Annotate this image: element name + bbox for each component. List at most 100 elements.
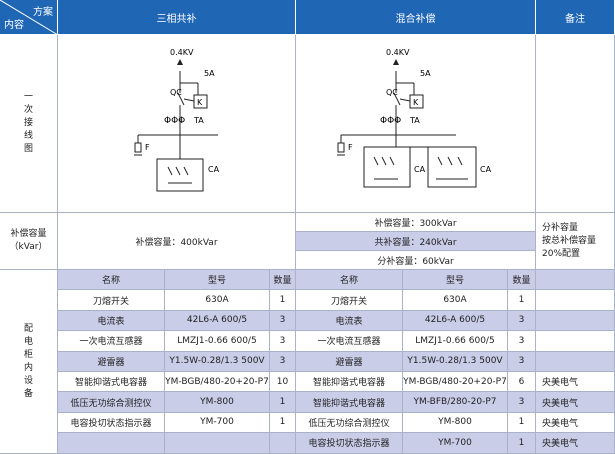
equip-right-qty: 6 [508,372,536,393]
corner-top-label: 方案 [33,7,53,18]
equip-left-qty: 1 [270,392,296,413]
sanxiang-circuit-diagram: 0.4KV 5A QC K ΦΦΦ TA F CA [134,48,220,192]
equip-left-qty: 3 [270,331,296,352]
equip-right-qty: 3 [508,351,536,372]
equip-right-note: 央美电气 [536,433,615,454]
equip-right-model: YM-800 [403,412,508,434]
equip-right-note: 央美电气 [536,412,615,434]
equip-right-qty: 3 [508,331,536,352]
equip-header-qty-left: 数量 [270,270,296,291]
hunhe-k-label: K [413,98,419,107]
equip-left-model: 630A [165,290,270,311]
equip-right-note [536,310,615,332]
equip-right-name: 智能抑谐式电容器 [296,372,403,393]
wiring-label-char: 图 [23,144,33,154]
equip-right-name: 电容投切状态指示器 [296,433,403,454]
wiring-row-label: 一次接线图 [0,35,58,213]
equip-header-note [536,270,615,291]
equip-right-note [536,331,615,352]
capacity-hunhe-fenbu: 分补容量：60kVar [296,251,536,270]
equipment-label-char: 备 [23,388,33,399]
hunhe-ta-label: TA [409,116,420,125]
hunhe-circuit-diagram: 0.4KV 5A QC K ΦΦΦ TA F CA CA [337,48,492,188]
equip-left-qty: 10 [270,372,296,393]
equip-left-qty: 3 [270,351,296,372]
equip-header-model-right: 型号 [403,270,508,291]
header-corner: 方案 内容 [0,0,58,35]
sanxiang-phi-label: ΦΦΦ [164,116,185,126]
equip-right-model: LMZJ1-0.66 600/5 [403,331,508,352]
equip-right-name: 一次电流互感器 [296,331,403,352]
equipment-row-label: 配电柜内设备 [0,270,58,454]
equip-left-model: YM-800 [165,392,270,413]
equip-right-qty: 3 [508,392,536,413]
equip-right-qty: 1 [508,290,536,311]
equip-header-name-left: 名称 [58,270,165,291]
equip-right-qty: 1 [508,433,536,454]
wiring-note-empty [536,35,615,213]
equipment-label-char: 设 [23,375,33,386]
equip-right-qty: 1 [508,412,536,434]
equip-left-name: 刀熔开关 [58,290,165,311]
hunhe-current-label: 5A [420,69,431,78]
sanxiang-qc-label: QC [170,88,182,97]
hunhe-qc-label: QC [386,88,398,97]
equip-left-qty: 3 [270,310,296,332]
capacity-note: 分补容量 按总补偿容量 20%配置 [536,213,615,270]
equip-header-model-left: 型号 [165,270,270,291]
equipment-label-char: 内 [23,362,33,373]
equip-right-name: 避雷器 [296,351,403,372]
capacity-sanxiang: 补偿容量：400kVar [58,213,296,270]
equipment-label-char: 配 [23,323,33,334]
hunhe-ca2-label: CA [480,165,492,174]
equip-left-model: YM-BGB/480-20+20-P7 [165,372,270,393]
capacity-hunhe-total: 补偿容量：300kVar [296,213,536,232]
equip-right-model: 42L6-A 600/5 [403,310,508,332]
equip-right-note: 央美电气 [536,392,615,413]
capacity-row-label: 补偿容量 （kVar） [0,213,58,270]
equip-left-name: 电容投切状态指示器 [58,412,165,434]
equip-left-name: 低压无功综合测控仪 [58,392,165,413]
equip-right-note: 央美电气 [536,372,615,393]
capacity-note-line2: 按总补偿容量 [542,235,597,246]
equip-right-qty: 3 [508,310,536,332]
equip-left-name: 智能抑谐式电容器 [58,372,165,393]
wiring-diagram-hunhe: 0.4KV 5A QC K ΦΦΦ TA F CA CA [296,35,536,213]
sanxiang-voltage-label: 0.4KV [170,48,194,57]
wiring-label-char: 次 [23,105,33,115]
equip-right-model: YM-BFB/280-20-P7 [403,392,508,413]
header-sanxiang: 三相共补 [58,0,296,35]
equip-left-model: Y1.5W-0.28/1.3 500V [165,351,270,372]
wiring-diagram-sanxiang: 0.4KV 5A QC K ΦΦΦ TA F CA [58,35,296,213]
equip-left-name: 避雷器 [58,351,165,372]
equip-left-name: 电流表 [58,310,165,332]
capacity-label-line2: （kVar） [9,242,48,252]
header-hunhe: 混合补偿 [296,0,536,35]
equip-right-model: YM-BGB/480-20+20-P7 [403,372,508,393]
sanxiang-k-label: K [197,98,203,107]
capacity-note-line3: 20%配置 [542,248,581,259]
wiring-label-char: 一 [23,92,33,102]
equip-right-note [536,351,615,372]
equip-right-name: 电流表 [296,310,403,332]
sanxiang-ca-label: CA [208,165,220,174]
hunhe-ca1-label: CA [414,165,426,174]
equip-right-model: YM-700 [403,433,508,454]
hunhe-voltage-label: 0.4KV [386,48,410,57]
equip-left-model [165,433,270,454]
equip-header-qty-right: 数量 [508,270,536,291]
equip-left-name: 一次电流互感器 [58,331,165,352]
equip-right-name: 刀熔开关 [296,290,403,311]
corner-bottom-label: 内容 [4,20,24,31]
capacity-note-line1: 分补容量 [542,222,579,233]
equip-right-model: 630A [403,290,508,311]
equip-left-model: 42L6-A 600/5 [165,310,270,332]
equip-right-model: Y1.5W-0.28/1.3 500V [403,351,508,372]
sanxiang-f-label: F [145,143,150,152]
hunhe-phi-label: ΦΦΦ [380,116,401,126]
equip-right-name: 智能抑谐式电容器 [296,392,403,413]
capacity-label-line1: 补偿容量 [10,229,47,239]
hunhe-f-label: F [348,143,353,152]
equip-left-qty: 1 [270,412,296,434]
